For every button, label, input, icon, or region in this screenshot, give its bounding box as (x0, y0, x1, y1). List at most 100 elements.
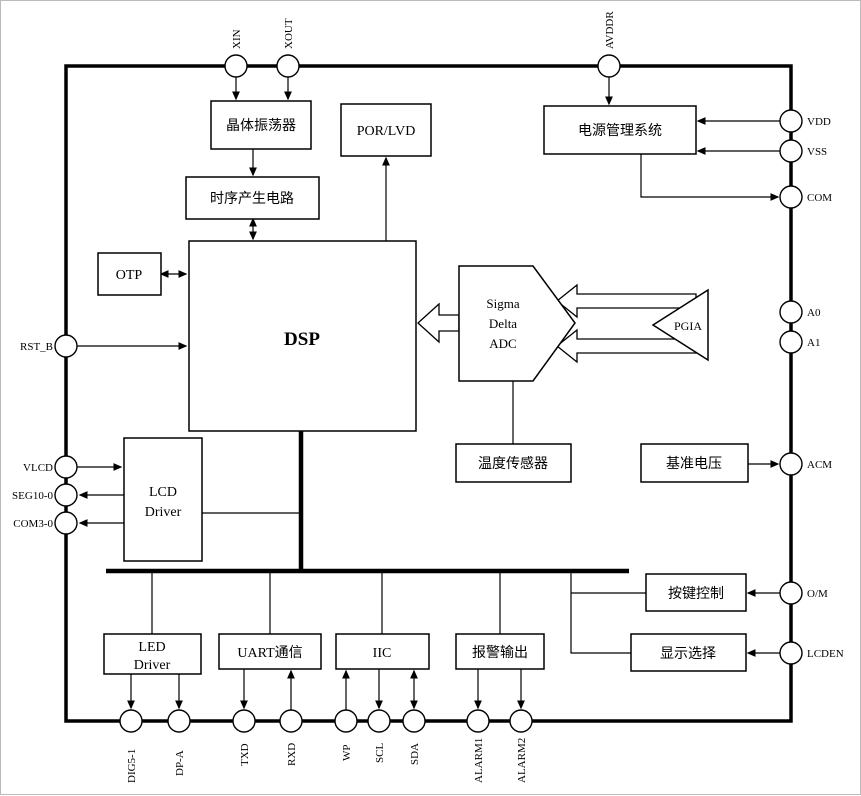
pin-dp-a-label: DP-A (174, 750, 186, 776)
pin-seg10-0-label: SEG10-0 (12, 490, 53, 502)
pin-vlcd-label: VLCD (23, 462, 53, 474)
block-uart: UART通信 (218, 633, 322, 670)
adc-label-line3: ADC (489, 336, 516, 351)
pin-a0-label: A0 (807, 307, 821, 319)
pin-com (779, 185, 803, 209)
timing-gen-label: 时序产生电路 (210, 191, 294, 207)
pin-scl-label: SCL (374, 743, 386, 763)
pin-com3-0-label: COM3-0 (13, 518, 53, 530)
block-vref: 基准电压 (640, 443, 749, 483)
pin-acm-label: ACM (807, 459, 832, 471)
pin-lcden-label: LCDEN (807, 648, 844, 660)
led-driver-box (103, 633, 202, 675)
block-power-mgmt: 电源管理系统 (543, 105, 697, 155)
pin-xout (276, 54, 300, 78)
pin-om (779, 581, 803, 605)
temp-sensor-label: 温度传感器 (478, 455, 548, 472)
pin-xin-label: XIN (231, 29, 243, 49)
pin-xin (224, 54, 248, 78)
pin-com3-0 (54, 511, 78, 535)
block-display-select: 显示选择 (630, 633, 747, 672)
pgia-label: PGIA (674, 319, 702, 333)
block-timing-gen: 时序产生电路 (185, 176, 320, 220)
pin-a1 (779, 330, 803, 354)
pin-alarm1 (466, 709, 490, 733)
uart-label: UART通信 (237, 645, 302, 661)
dsp-box (188, 240, 417, 432)
lcd-driver-label-line1: LCD (149, 485, 177, 500)
pins-top: XIN XOUT AVDDR (224, 11, 621, 78)
por-lvd-box (340, 103, 432, 157)
otp-label: OTP (116, 268, 143, 283)
pin-sda-label: SDA (409, 743, 421, 765)
pin-com-label: COM (807, 192, 832, 204)
block-lcd-driver: LCD Driver (123, 437, 203, 562)
pin-om-label: O/M (807, 588, 828, 600)
led-driver-label-line2: Driver (134, 658, 171, 673)
pin-a0 (779, 300, 803, 324)
display-select-label: 显示选择 (660, 646, 716, 662)
pin-avddr (597, 54, 621, 78)
pin-vdd-label: VDD (807, 116, 831, 128)
pin-wp-label: WP (341, 745, 353, 762)
pin-seg10-0 (54, 483, 78, 507)
pins-left: RST_B VLCD SEG10-0 COM3-0 (12, 334, 78, 535)
pin-dig5-1-label: DIG5-1 (126, 749, 138, 783)
wire-power-to-com (640, 154, 780, 201)
display-select-box (630, 633, 747, 672)
pin-rxd (279, 709, 303, 733)
pin-lcden (779, 641, 803, 665)
uart-box (218, 633, 322, 670)
pin-txd-label: TXD (239, 743, 251, 766)
pin-a1-label: A1 (807, 337, 820, 349)
pin-rstb (54, 334, 78, 358)
pin-scl (367, 709, 391, 733)
pgia-triangle (651, 288, 709, 362)
block-dsp: DSP (188, 240, 417, 432)
block-pgia: PGIA (651, 288, 709, 362)
alarm-out-label: 报警输出 (472, 645, 528, 661)
pin-xout-label: XOUT (283, 18, 295, 49)
key-control-box (645, 573, 747, 612)
connections (77, 77, 780, 710)
block-otp: OTP (97, 252, 162, 296)
pin-vlcd (54, 455, 78, 479)
pin-dp-a (167, 709, 191, 733)
pin-vss (779, 139, 803, 163)
pin-alarm2 (509, 709, 533, 733)
block-key-control: 按键控制 (645, 573, 747, 612)
iic-box (335, 633, 430, 670)
pin-wp (334, 709, 358, 733)
crystal-osc-label: 晶体振荡器 (226, 118, 296, 134)
vref-label: 基准电压 (666, 455, 722, 472)
block-temp-sensor: 温度传感器 (455, 443, 572, 483)
pins-right: VDD VSS COM A0 A1 ACM O/M LCDEN (779, 109, 844, 665)
timing-gen-box (185, 176, 320, 220)
key-control-label: 按键控制 (668, 586, 724, 602)
temp-sensor-box (455, 443, 572, 483)
pin-rstb-label: RST_B (20, 341, 53, 353)
adc-label-line1: Sigma (486, 296, 519, 311)
wire-bus-to-display-select (570, 573, 631, 654)
power-mgmt-label: 电源管理系统 (578, 123, 662, 139)
block-iic: IIC (335, 633, 430, 670)
pin-rxd-label: RXD (286, 743, 298, 766)
pins-bottom: DIG5-1 DP-A TXD RXD WP SCL SDA ALARM1 AL… (119, 709, 533, 783)
lcd-driver-box (123, 437, 203, 562)
block-por-lvd: POR/LVD (340, 103, 432, 157)
block-sigma-delta-adc: Sigma Delta ADC (458, 265, 576, 382)
pin-acm (779, 452, 803, 476)
lcd-driver-label-line2: Driver (145, 505, 182, 520)
vref-box (640, 443, 749, 483)
pin-txd (232, 709, 256, 733)
por-lvd-label: POR/LVD (357, 124, 416, 139)
pin-sda (402, 709, 426, 733)
block-crystal-osc: 晶体振荡器 (210, 100, 312, 150)
led-driver-label-line1: LED (138, 640, 165, 655)
dsp-label: DSP (284, 329, 320, 350)
pin-dig5-1 (119, 709, 143, 733)
pin-vdd (779, 109, 803, 133)
block-arrow-adc-to-dsp (417, 302, 460, 344)
